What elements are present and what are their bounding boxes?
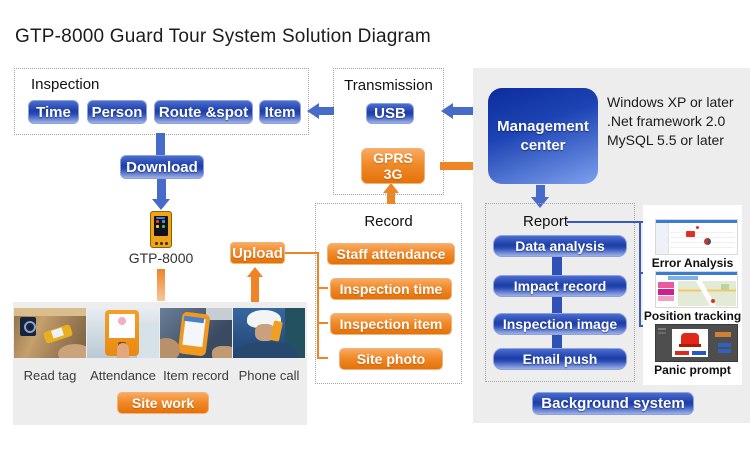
requirement-database: MySQL 5.5 or later (607, 132, 724, 148)
photo-attendance (87, 308, 159, 358)
report-connector-1 (552, 257, 562, 275)
screen-caption-error-analysis: Error Analysis (651, 256, 734, 270)
site-work-button: Site work (117, 392, 209, 414)
arrow-usb-to-inspection (307, 103, 334, 119)
page-title: GTP-8000 Guard Tour System Solution Diag… (15, 26, 431, 47)
download-button: Download (120, 155, 204, 179)
arrow-management-to-usb (441, 103, 487, 119)
connector-record-trunk (317, 252, 319, 359)
photo-caption-phone-call: Phone call (238, 368, 300, 383)
gprs-line1: GPRS (373, 150, 413, 166)
arrow-record-to-gprs (383, 183, 399, 204)
connector-record-branch-1 (319, 287, 328, 289)
management-line1: Management (497, 118, 589, 135)
connector-report-screens-trunk (639, 221, 641, 327)
gprs-line2: 3G (383, 166, 403, 182)
report-item-inspection-image: Inspection image (493, 313, 627, 335)
arrow-management-to-report (531, 185, 549, 208)
screenshot-error-analysis (655, 219, 738, 255)
inspection-item-person: Person (87, 100, 147, 124)
report-item-data-analysis: Data analysis (493, 235, 627, 257)
connector-record-branch-3 (319, 357, 328, 359)
inspection-item-time: Time (28, 100, 79, 124)
connector-report-screens-top (567, 221, 655, 223)
connector-device-sitework (157, 269, 165, 301)
connector-upload-record (285, 252, 319, 254)
transmission-group-box: Transmission USB GPRS 3G (333, 68, 444, 195)
photo-caption-attendance: Attendance (90, 368, 156, 383)
upload-button: Upload (230, 242, 285, 264)
inspection-item-route-spot: Route &spot (154, 100, 253, 124)
management-line2: center (520, 137, 566, 154)
transmission-label: Transmission (344, 77, 433, 94)
record-item-site-photo: Site photo (339, 348, 443, 370)
site-work-panel: Read tag Attendance Item record Phone ca… (13, 302, 307, 425)
report-connector-2 (552, 297, 562, 313)
screen-caption-position-tracking: Position tracking (643, 309, 742, 323)
inspection-label: Inspection (31, 76, 100, 93)
management-center-box: Management center (488, 88, 598, 184)
server-requirements: Windows XP or later .Net framework 2.0 M… (607, 93, 734, 150)
photo-item-record (160, 308, 232, 358)
inspection-group-box: Inspection Time Person Route &spot Item (14, 68, 309, 135)
record-item-inspection-item: Inspection item (330, 313, 452, 335)
record-label: Record (364, 213, 413, 230)
requirement-os: Windows XP or later (607, 94, 734, 110)
device-label: GTP-8000 (128, 250, 194, 266)
report-group-box: Report Data analysis Impact record Inspe… (485, 203, 635, 382)
arrow-sitework-to-upload (247, 267, 263, 302)
gprs-3g-button: GPRS 3G (361, 148, 425, 184)
background-system-button: Background system (532, 392, 694, 415)
connector-inspection-download (156, 133, 165, 156)
record-item-staff-attendance: Staff attendance (327, 243, 455, 265)
report-item-email-push: Email push (493, 348, 627, 370)
gtp8000-device-icon (150, 211, 172, 248)
arrow-download-to-device (152, 179, 170, 210)
screen-caption-panic-prompt: Panic prompt (654, 363, 731, 377)
screenshot-panic-prompt (655, 324, 738, 362)
requirement-framework: .Net framework 2.0 (607, 113, 726, 129)
photo-caption-read-tag: Read tag (23, 368, 77, 383)
connector-record-branch-2 (319, 322, 328, 324)
usb-button: USB (366, 103, 414, 124)
report-connector-3 (552, 335, 562, 348)
report-label: Report (523, 213, 569, 230)
photo-phone-call (233, 308, 305, 358)
record-group-box: Record Staff attendance Inspection time … (315, 203, 462, 384)
photo-read-tag (14, 308, 86, 358)
screenshot-position-tracking (655, 271, 738, 308)
photo-caption-item-record: Item record (163, 368, 229, 383)
inspection-item-item: Item (259, 100, 301, 124)
report-item-impact-record: Impact record (493, 275, 627, 297)
record-item-inspection-time: Inspection time (330, 278, 452, 300)
